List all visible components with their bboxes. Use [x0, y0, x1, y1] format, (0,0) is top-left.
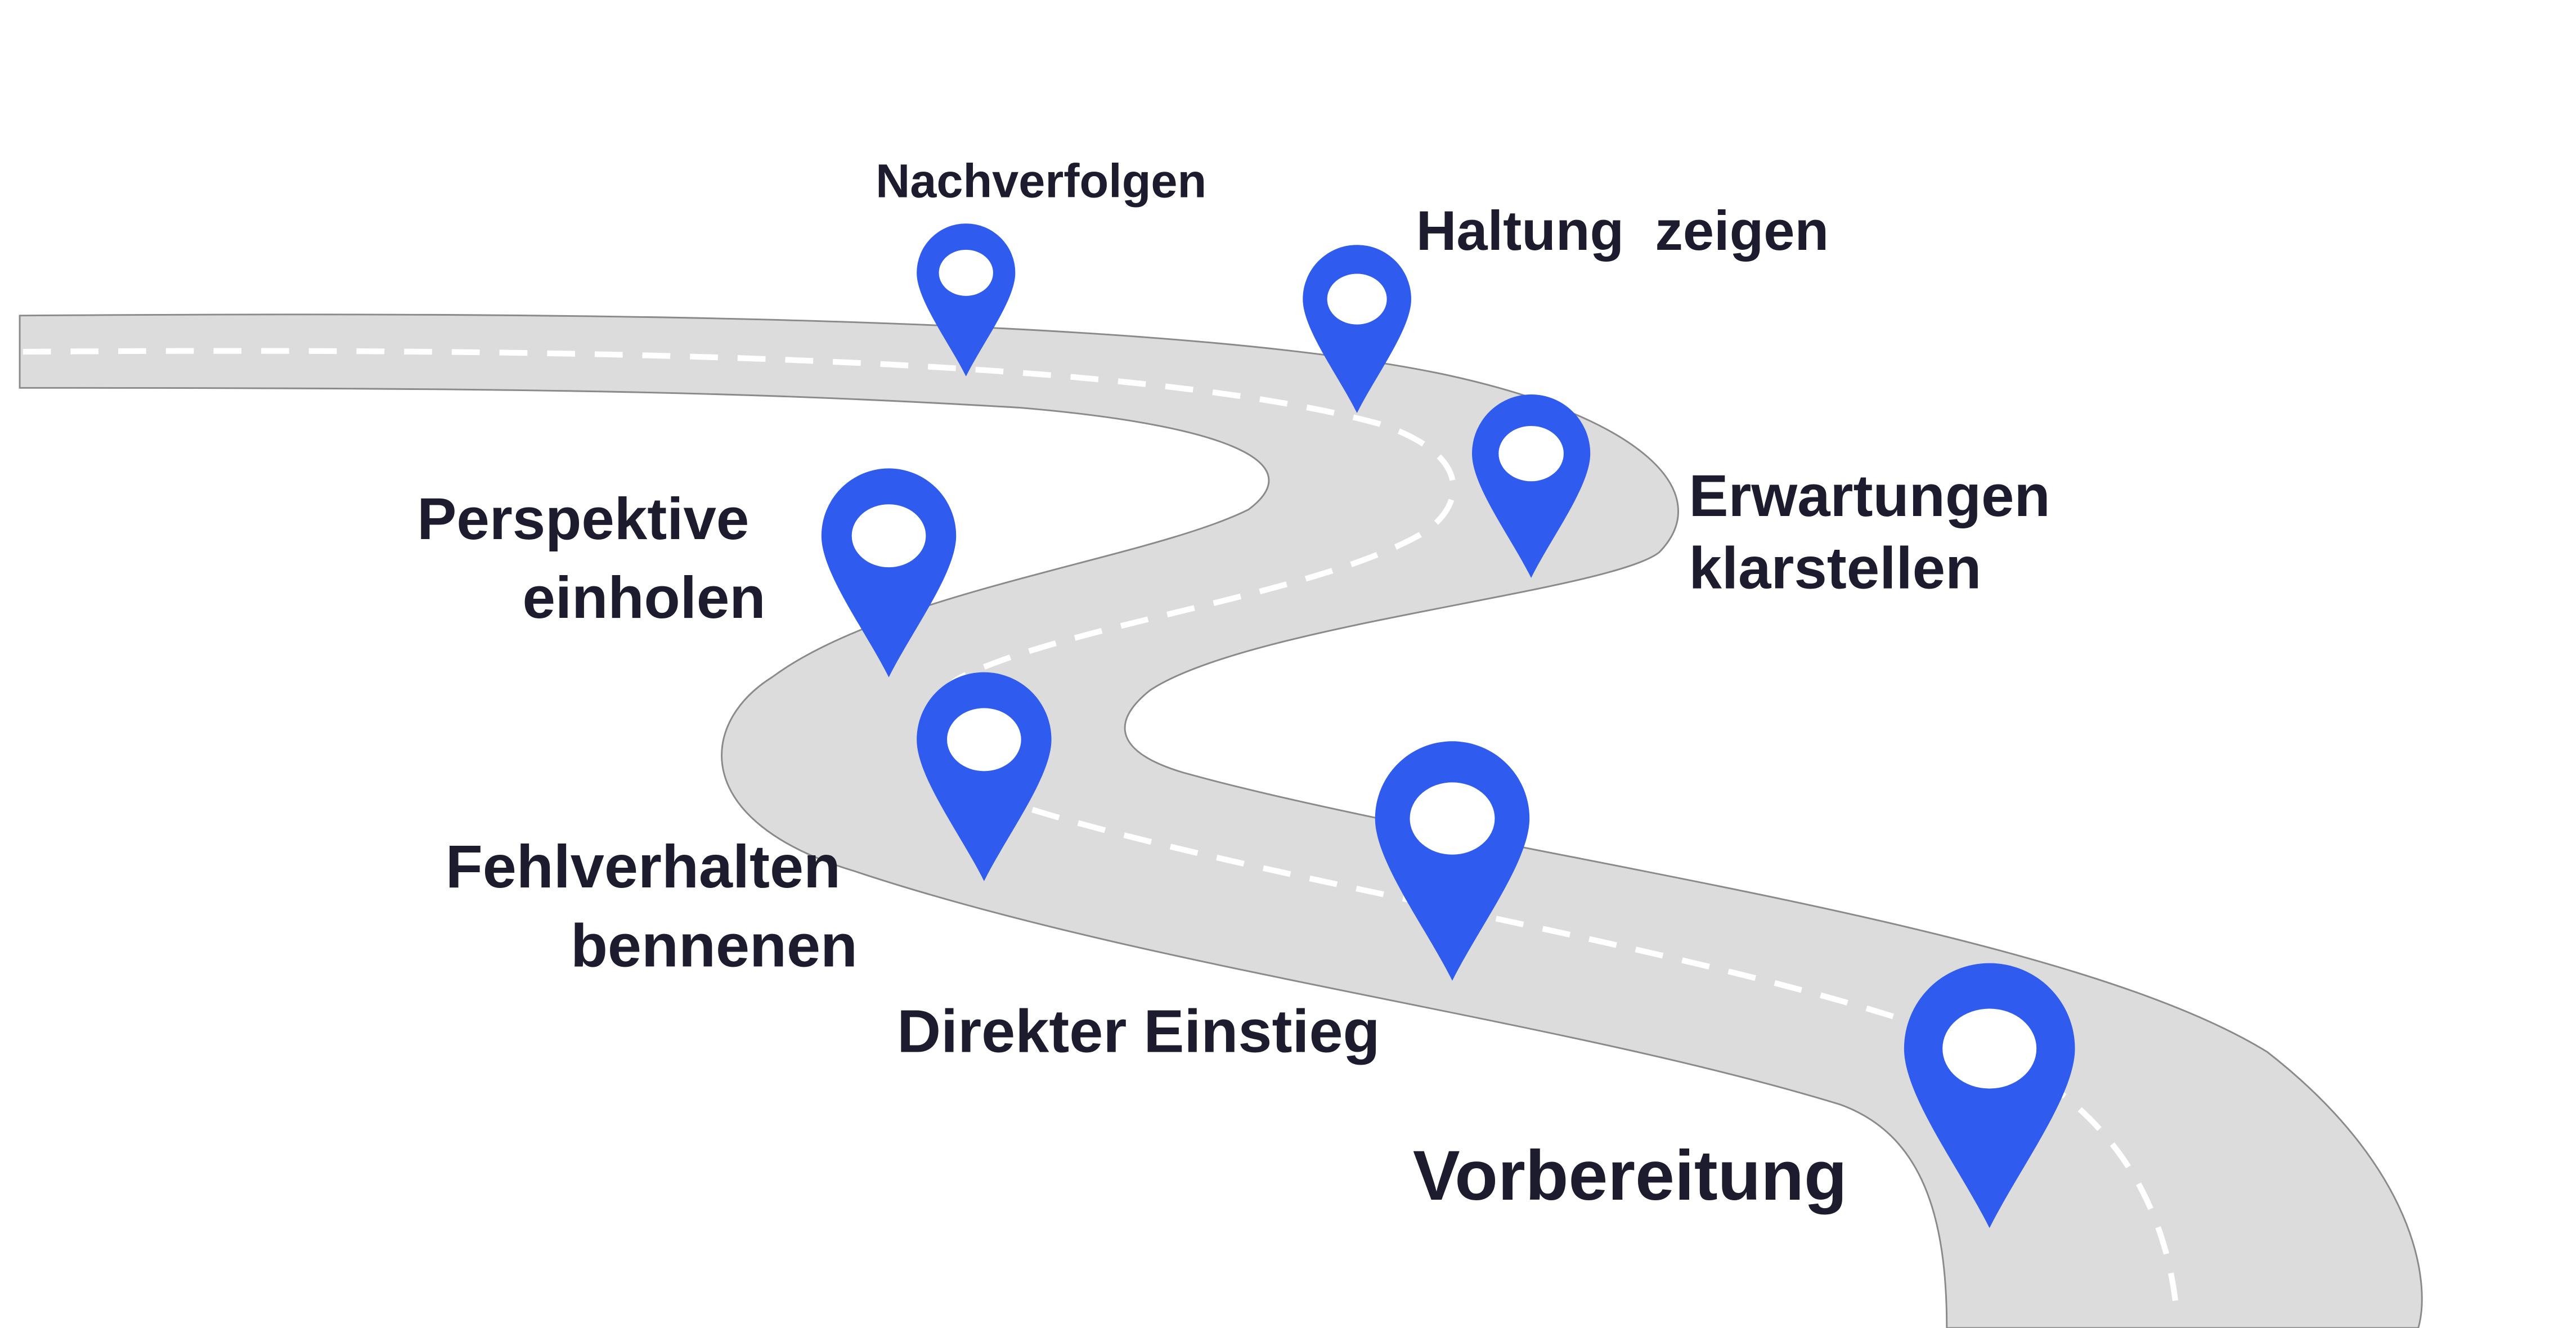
map-pin-hole — [1498, 425, 1564, 482]
milestone-label-fehlverhalten-bennenen: Fehlverhalten bennenen — [446, 832, 858, 979]
milestone-label-perspektive-einholen: Perspektive einholen — [417, 486, 765, 631]
map-pin-hole — [939, 249, 993, 296]
map-pin-icon — [1375, 741, 1530, 981]
milestone-label-nachverfolgen: Nachverfolgen — [876, 154, 1206, 207]
map-pin-icon — [1904, 963, 2075, 1228]
map-pin-icon — [917, 223, 1016, 376]
milestone-label-direkter-einstieg: Direkter Einstieg — [897, 997, 1380, 1065]
road-centerline — [23, 348, 2180, 1316]
map-pin-hole — [1410, 782, 1495, 855]
map-pin-hole — [851, 504, 926, 568]
map-pin-hole — [1327, 273, 1387, 325]
milestone-label-haltung-zeigen: Haltung zeigen — [1416, 200, 1829, 262]
map-pin-icon — [917, 672, 1052, 881]
map-pin-icon — [1472, 394, 1591, 578]
map-pin-icon — [1303, 245, 1411, 413]
milestone-label-vorbereitung: Vorbereitung — [1413, 1136, 1847, 1215]
map-pin-hole — [947, 708, 1021, 771]
map-pin-hole — [1942, 1008, 2037, 1089]
map-pin-icon — [821, 468, 957, 678]
milestone-label-erwartungen-klarstellen: Erwartungen klarstellen — [1689, 463, 2066, 602]
